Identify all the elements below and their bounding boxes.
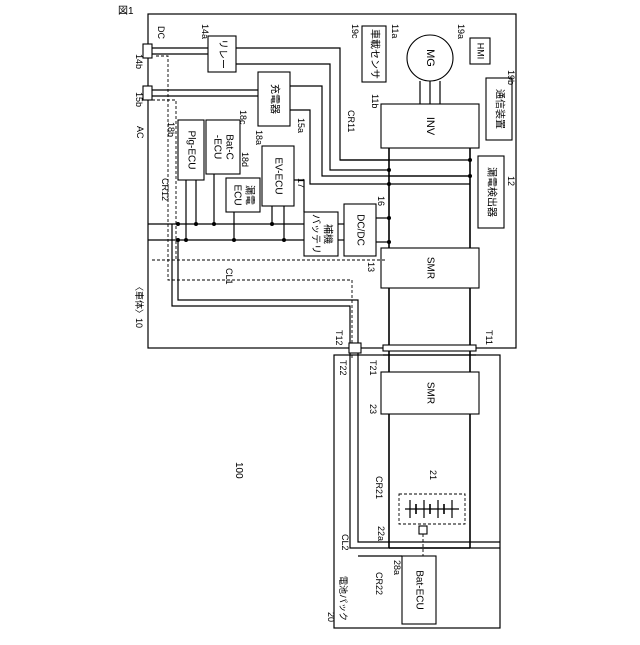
ev-ecu-numeral: 18a [254,130,264,145]
dc-numeral: 14b [134,54,144,69]
inv-numeral: 11b [370,94,380,108]
figure-numeral: 100 [233,462,244,479]
vehicle-label: 〈車体〉 [134,282,145,318]
dcdc-numeral: 16 [376,196,386,206]
bat-ecu-numeral: 28a [392,560,402,575]
t21-label: T21 [368,360,378,376]
ev-ecu-label: EV-ECU [272,157,283,194]
node [468,158,472,162]
leak-ecu-label-2: ECU [231,184,242,205]
aux-battery-label-2: バッテリ [309,214,321,254]
leak-ecu-numeral: 18d [240,152,250,167]
ac-numeral: 15b [134,92,144,107]
smr-pack-label: SMR [424,382,435,404]
vehicle-body-frame [148,14,516,348]
comm-device-numeral: 19b [506,70,516,85]
plg-ecu-label: Plg-ECU [185,131,196,170]
aux-battery-label-1: 補機 [321,224,334,244]
onboard-sensor-numeral: 19c [350,24,360,39]
leak-detector-label: 漏電検出器 [485,167,498,217]
charger-numeral: 15a [296,118,306,133]
node [468,174,472,178]
figure-id: 図1 [118,5,134,17]
node [387,168,391,172]
connector-t11 [383,345,476,351]
connector-t12 [349,343,361,353]
battery-pack-numeral: 20 [326,612,336,622]
bat-ecu-label: Bat-ECU [413,570,424,609]
dcdc-label: DC/DC [354,214,365,246]
t11-label: T11 [484,330,494,345]
dc-label: DC [156,26,166,39]
battery-cells [405,500,459,518]
smr-vehicle-numeral: 13 [366,262,376,272]
inv-label: INV [424,117,436,136]
cl2-label: CL2 [340,534,350,551]
leak-detector-numeral: 12 [506,176,516,186]
cr11-label: CR11 [346,110,356,132]
mg-label: MG [424,49,436,67]
ac-label: AC [135,126,145,139]
t12-label: T12 [334,330,344,346]
sensor-22a [419,526,427,534]
sensor-22a-numeral: 22a [376,526,386,541]
cr12-label: CR12 [160,178,170,201]
leak-ecu-label-1: 漏電 [243,185,255,205]
battery-pack-label: 電池パック [338,576,349,621]
smr-vehicle-label: SMR [424,257,435,279]
onboard-sensor-label: 車載センサ [368,29,381,79]
battery-numeral: 21 [428,470,438,480]
cr22-label: CR22 [374,572,384,595]
batc-ecu-label-1: Bat-C [223,134,234,160]
t22-label: T22 [338,360,348,376]
vehicle-numeral: 10 [134,318,144,328]
smr-pack-numeral: 23 [368,404,378,414]
charger-label: 充電器 [268,84,281,114]
plg-ecu-numeral: 18b [166,122,176,137]
comm-device-label: 通信装置 [493,89,506,129]
batc-ecu-numeral: 18c [238,110,248,125]
batc-ecu-label-2: -ECU [211,135,222,159]
cr21-label: CR21 [374,476,384,499]
mg-numeral: 11a [390,24,400,38]
cl1-label: CL1 [224,268,234,285]
hmi-label: HMI [476,43,486,60]
hmi-numeral: 19a [456,24,466,39]
relay-numeral: 14a [200,24,210,39]
relay-label: リレー [216,39,227,69]
aux-battery-numeral: 17 [296,178,306,188]
node [387,182,391,186]
